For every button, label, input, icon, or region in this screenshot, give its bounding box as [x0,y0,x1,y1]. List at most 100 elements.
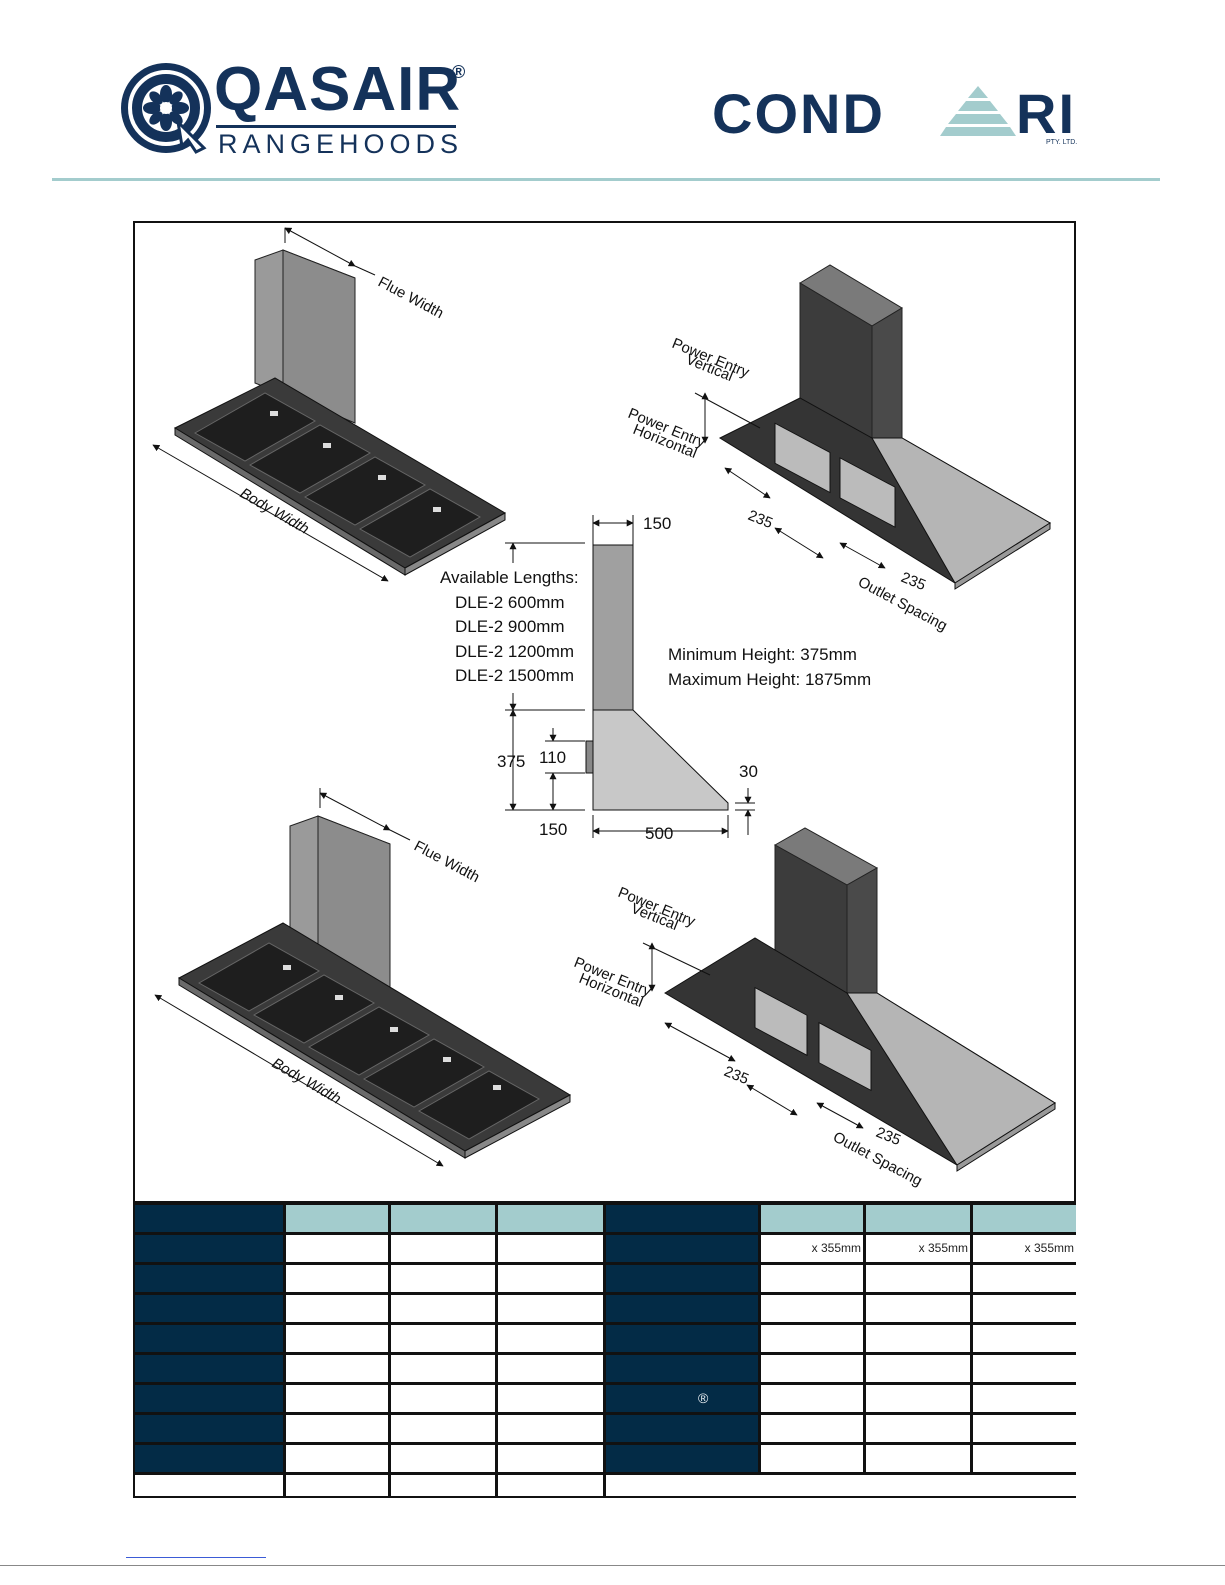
table-cell [866,1265,970,1292]
qasair-brand-text: QASAIR [214,55,462,124]
table-row-label [135,1415,283,1442]
table-cell [866,1325,970,1352]
body-height-dimension: 375 [497,752,526,771]
table-header-cell [606,1205,758,1232]
maximum-height-text: Maximum Height: 1875mm [668,670,872,689]
depth-dimension: 500 [645,824,674,843]
table-cell [761,1385,863,1412]
table-cell-outlet-size: x 355mm [866,1235,970,1262]
condari-logo: COND RI PTY. LTD. [712,84,1102,154]
table-footer-cell [286,1475,388,1496]
table-cell [286,1235,388,1262]
island-hood-bottom [177,815,572,1159]
table-cell [391,1445,495,1472]
table-header-cell [866,1205,970,1232]
table-cell [973,1445,1076,1472]
table-cell [973,1265,1076,1292]
table-header-cell [391,1205,495,1232]
edge-thickness-dimension: 30 [739,762,758,781]
table-cell [391,1385,495,1412]
table-cell [973,1385,1076,1412]
table-header-cell [286,1205,388,1232]
table-cell [866,1445,970,1472]
table-header-cell [973,1205,1076,1232]
footer-divider [0,1565,1225,1566]
table-cell [866,1355,970,1382]
table-cell [866,1415,970,1442]
table-cell [498,1295,603,1322]
wall-hood-bottom [664,827,1056,1172]
table-cell [973,1295,1076,1322]
table-cell [973,1415,1076,1442]
available-length-1200: DLE-2 1200mm [455,642,575,661]
table-row-label [135,1445,283,1472]
dim-235-right-top: 235 [899,569,929,594]
qasair-subtitle-text: RANGEHOODS [218,129,464,159]
bottom-offset-dimension: 150 [539,820,568,839]
table-cell [286,1265,388,1292]
condari-brand-left: COND [712,82,885,145]
table-cell [286,1295,388,1322]
table-cell [391,1295,495,1322]
table-row-label [606,1445,758,1472]
table-cell [973,1355,1076,1382]
available-length-600: DLE-2 600mm [455,593,565,612]
registered-mark: ® [698,1390,709,1406]
table-header-cell [761,1205,863,1232]
available-length-1500: DLE-2 1500mm [455,666,575,685]
flue-width-top-dimension: 150 [643,514,671,533]
header-divider [52,178,1160,181]
table-cell [286,1355,388,1382]
table-row-label [606,1265,758,1292]
table-row-label [135,1325,283,1352]
table-cell [761,1265,863,1292]
side-profile-drawing [585,544,729,811]
footer-link-underline[interactable] [126,1557,266,1558]
table-cell [498,1235,603,1262]
table-cell [286,1445,388,1472]
specification-table: x 355mm x 355mm x 355mm ® [133,1201,1076,1498]
table-cell [761,1325,863,1352]
table-cell [761,1355,863,1382]
table-cell [391,1415,495,1442]
flue-width-label-bottom: Flue Width [411,838,482,887]
table-footer-cell [391,1475,495,1496]
table-cell [498,1325,603,1352]
table-cell [498,1445,603,1472]
qasair-registered-mark: ® [452,62,466,82]
table-footer-cell [135,1475,283,1496]
table-cell [973,1325,1076,1352]
minimum-height-text: Minimum Height: 375mm [668,645,857,664]
table-row-label [135,1295,283,1322]
available-length-900: DLE-2 900mm [455,617,565,636]
table-cell [761,1445,863,1472]
table-cell [391,1235,495,1262]
island-hood-top [173,249,507,576]
table-cell [286,1385,388,1412]
table-cell-outlet-size: x 355mm [973,1235,1076,1262]
table-cell [391,1355,495,1382]
table-row-label [606,1295,758,1322]
dim-235-left-top: 235 [746,507,776,532]
table-cell [498,1415,603,1442]
table-row-label [606,1415,758,1442]
table-row-label [606,1355,758,1382]
table-cell [761,1295,863,1322]
table-cell [286,1415,388,1442]
table-footer-cell [498,1475,603,1496]
table-cell [866,1385,970,1412]
table-row-label [606,1325,758,1352]
qasair-logo: QASAIR ® RANGEHOODS [118,55,478,162]
table-row-label [135,1355,283,1382]
table-cell [498,1385,603,1412]
table-row-label [135,1385,283,1412]
table-cell [498,1265,603,1292]
table-cell [286,1325,388,1352]
table-cell [498,1355,603,1382]
table-header-cell [135,1205,283,1232]
table-row-label [606,1235,758,1262]
table-cell [391,1325,495,1352]
wall-hood-top [718,264,1051,590]
available-lengths-title: Available Lengths: [440,568,579,587]
flue-width-label-top: Flue Width [375,274,446,323]
